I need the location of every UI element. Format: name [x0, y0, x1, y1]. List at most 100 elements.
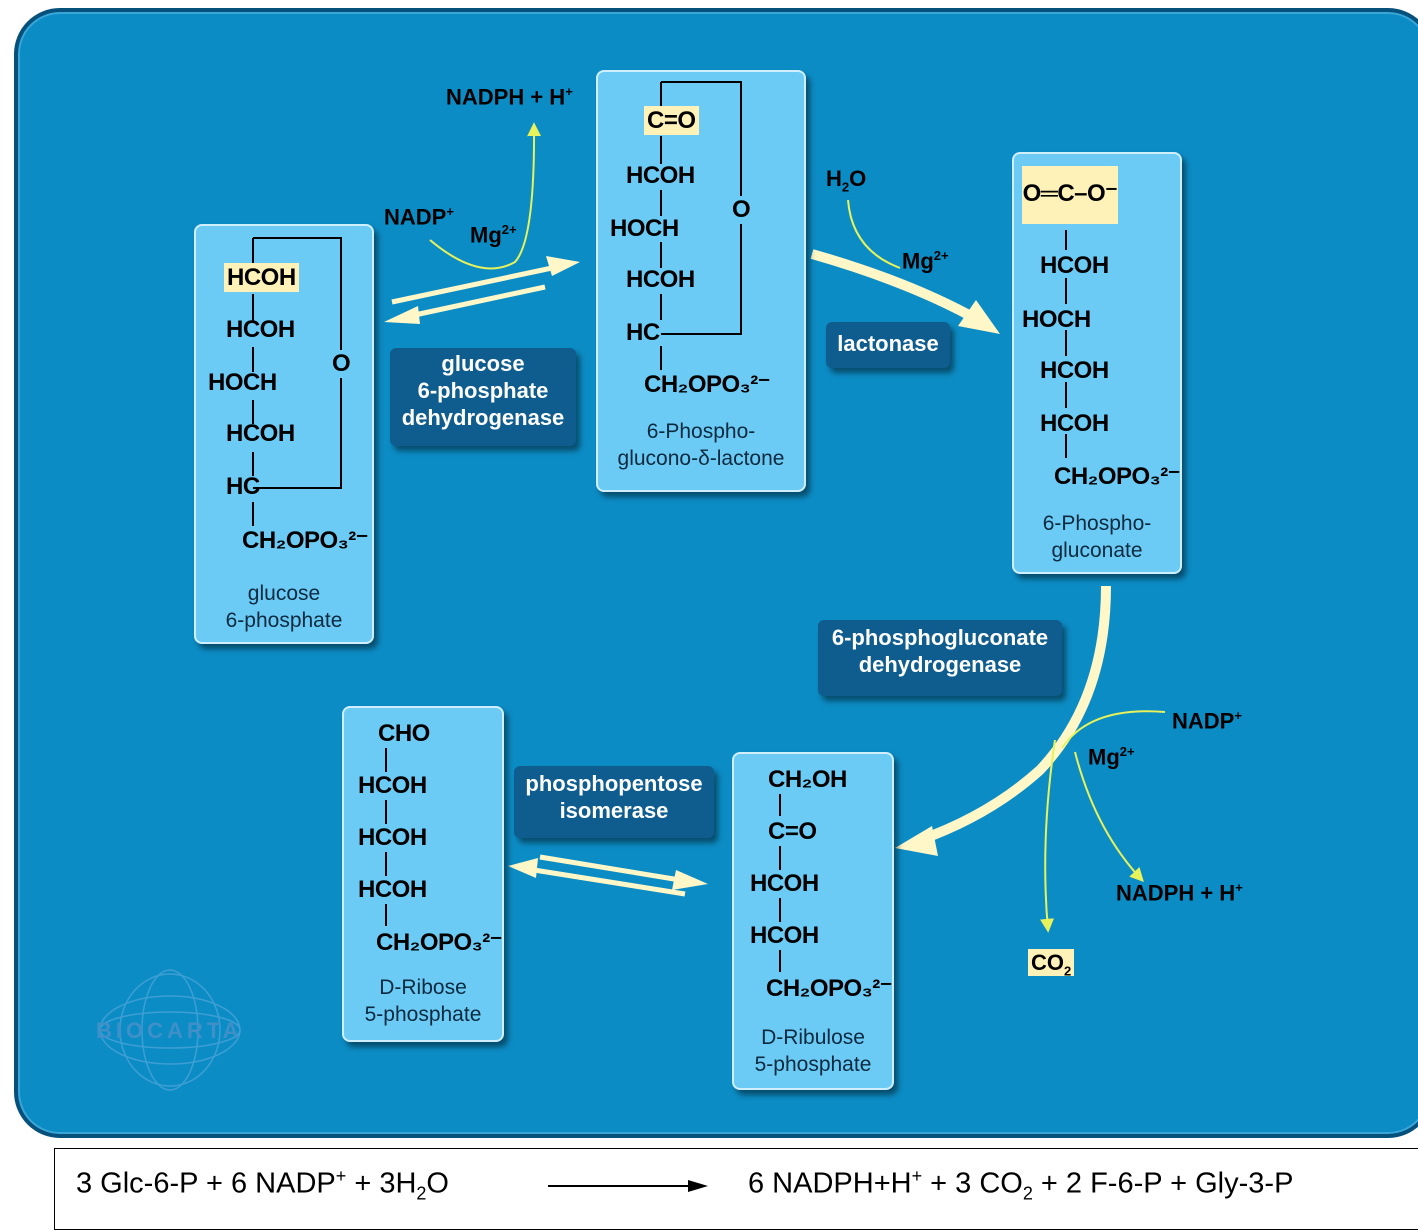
nadph-arrow-right: [1074, 751, 1144, 883]
carbon-row: HOCH: [1022, 306, 1091, 333]
carbon-row: HCOH: [1040, 252, 1109, 279]
carbonyl-row: C=O: [768, 818, 817, 845]
nadph-product-top: NADPH + H+: [446, 84, 573, 110]
caption-line: 5-phosphate: [754, 1053, 872, 1076]
phosphate-row: CH₂OPO₃²⁻: [1054, 463, 1180, 490]
enzyme-line: lactonase: [837, 331, 939, 356]
caption-line: glucono-δ-lactone: [617, 447, 785, 470]
water-substrate: H2O: [826, 166, 866, 194]
highlighted-carboxylate: O═C–O⁻: [1022, 166, 1118, 224]
magnesium-lactonase: Mg2+: [902, 248, 949, 274]
ring-oxygen: O: [732, 196, 751, 224]
biocarta-logo: BIOCARTA: [96, 1018, 243, 1043]
chain-bonds: [385, 748, 387, 926]
label-sub: 2: [1064, 963, 1072, 979]
label-text: NADPH + H: [446, 84, 566, 110]
equation-text: O: [426, 1167, 449, 1200]
label-sup: +: [565, 84, 573, 99]
equilibrium-arrow-isomerase: [508, 854, 708, 897]
phosphate-row: CH₂OPO₃²⁻: [644, 371, 770, 398]
carbon-row: HCOH: [226, 420, 295, 447]
label-text: O: [849, 166, 867, 191]
glucose-6-phosphate-box: HCOH HCOH HOCH HCOH HC CH₂OPO₃²⁻ O gluco…: [194, 224, 374, 644]
equation-sup: +: [335, 1166, 347, 1186]
co2-product: CO2: [1028, 949, 1075, 979]
label-text: CO: [1031, 950, 1064, 975]
magnesium-right: Mg2+: [1088, 744, 1135, 770]
nadp-substrate-right: NADP+: [1172, 708, 1242, 734]
equation-text: 6 NADPH+H: [748, 1167, 912, 1200]
label-sup: +: [1234, 708, 1242, 723]
carbon-row: CH₂OH: [768, 766, 847, 793]
label-text: NADP: [1172, 708, 1235, 734]
nadp-substrate-top: NADP+: [384, 204, 454, 230]
enzyme-lactonase: lactonase: [826, 322, 950, 368]
equation-sub: 2: [416, 1183, 427, 1204]
highlighted-anomeric-carbon: HCOH: [224, 263, 299, 292]
enzyme-6-phosphogluconate-dehydrogenase: 6-phosphogluconate dehydrogenase: [818, 620, 1062, 696]
molecule-caption: 6-Phospho- glucono-δ-lactone: [598, 418, 804, 472]
molecule-caption: 6-Phospho- gluconate: [1014, 510, 1180, 564]
molecule-caption: glucose 6-phosphate: [196, 580, 372, 634]
h2o-arrow: [847, 199, 901, 269]
phosphogluconate-box: O═C–O⁻ HCOH HOCH HCOH HCOH CH₂OPO₃²⁻ 6-P…: [1012, 152, 1182, 574]
enzyme-glucose-6-phosphate-dehydrogenase: glucose 6-phosphate dehydrogenase: [390, 348, 576, 446]
molecule-caption: D-Ribulose 5-phosphate: [734, 1024, 892, 1078]
label-sup: 2+: [501, 222, 517, 237]
carbon-row: HCOH: [626, 266, 695, 293]
caption-line: glucose: [247, 582, 321, 605]
label-sub: 2: [841, 179, 850, 195]
enzyme-line: glucose: [441, 351, 525, 376]
equation-left-side: 3 Glc-6-P + 6 NADP+ + 3H2O: [76, 1166, 449, 1204]
chain-bonds: [779, 794, 781, 972]
carbon-row: HCOH: [226, 316, 295, 343]
co2-arrow: [1040, 739, 1056, 933]
equation-text: + 2 F-6-P + Gly-3-P: [1032, 1167, 1294, 1200]
caption-line: 6-Phospho-: [1042, 512, 1152, 535]
caption-line: D-Ribose: [379, 976, 467, 999]
nadp-arrow-right: [1061, 710, 1166, 749]
label-text: Mg: [470, 222, 502, 248]
carbon-row: HC: [226, 473, 260, 500]
caption-line: gluconate: [1051, 539, 1143, 562]
biocarta-globe-icon: [99, 969, 241, 1091]
enzyme-line: dehydrogenase: [401, 405, 565, 430]
carbon-row: HCOH: [358, 772, 427, 799]
magnesium-top: Mg2+: [470, 222, 517, 248]
label-text: Mg: [1088, 744, 1120, 770]
lactonase-arrow: [810, 249, 1000, 334]
enzyme-line: isomerase: [559, 798, 669, 823]
equation-text: + 3 CO: [922, 1167, 1023, 1200]
caption-line: 6-phosphate: [225, 609, 343, 632]
ribose-5-phosphate-box: CHO HCOH HCOH HCOH CH₂OPO₃²⁻ D-Ribose 5-…: [342, 706, 504, 1042]
carbon-row: HCOH: [750, 922, 819, 949]
label-text: Mg: [902, 248, 934, 274]
equation-right-side: 6 NADPH+H+ + 3 CO2 + 2 F-6-P + Gly-3-P: [748, 1166, 1293, 1204]
label-sup: 2+: [933, 248, 949, 263]
carbon-row: HCOH: [750, 870, 819, 897]
label-sup: 2+: [1119, 744, 1135, 759]
pgd-arrow: [895, 585, 1111, 856]
ring-oxygen: O: [332, 350, 351, 378]
molecule-caption: D-Ribose 5-phosphate: [344, 974, 502, 1028]
carbon-row: HCOH: [358, 824, 427, 851]
caption-line: D-Ribulose: [761, 1026, 865, 1049]
nadph-product-right: NADPH + H+: [1116, 880, 1243, 906]
equation-sub: 2: [1022, 1183, 1033, 1204]
carbon-row: HCOH: [626, 162, 695, 189]
enzyme-line: phosphopentose: [525, 771, 703, 796]
label-sup: +: [446, 204, 454, 219]
label-sup: +: [1235, 880, 1243, 895]
phosphate-row: CH₂OPO₃²⁻: [766, 975, 892, 1002]
phosphate-row: CH₂OPO₃²⁻: [376, 929, 502, 956]
equation-sup: +: [911, 1166, 923, 1186]
enzyme-phosphopentose-isomerase: phosphopentose isomerase: [514, 766, 714, 838]
carbon-row: HCOH: [1040, 410, 1109, 437]
carbon-row: CHO: [378, 720, 430, 747]
enzyme-line: 6-phosphate: [417, 378, 549, 403]
carbon-row: HC: [626, 319, 660, 346]
phosphate-row: CH₂OPO₃²⁻: [242, 527, 368, 554]
